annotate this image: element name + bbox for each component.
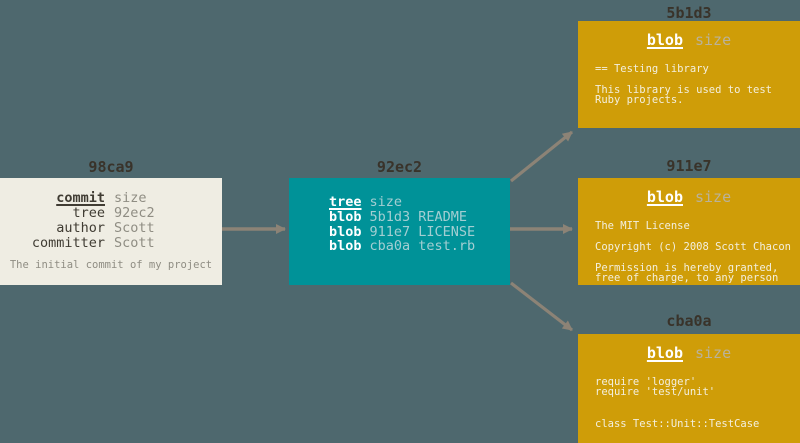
- commit-field-row: author Scott: [0, 221, 222, 236]
- blob-object-box-readme: blob size == Testing library This library…: [578, 21, 800, 128]
- tree-object-box: tree size blob 5b1d3 README blob 911e7 LICE…: [289, 178, 510, 285]
- commit-field-key: author: [56, 220, 105, 236]
- commit-field-row: committer Scott: [0, 236, 222, 251]
- tree-entry-row: blob 911e7 LICENSE: [329, 223, 510, 240]
- blob-size: size: [695, 31, 732, 49]
- commit-field-row: tree 92ec2: [0, 206, 222, 221]
- blob-content: The MIT License Copyright (c) 2008 Scott…: [578, 220, 800, 284]
- commit-field-key: commit: [56, 190, 105, 206]
- commit-hash-label: 98ca9: [88, 158, 134, 176]
- code-line: This library is used to test: [595, 83, 773, 96]
- commit-field-row: commit size: [0, 191, 222, 206]
- tree-entry-value: cba0a test.rb: [369, 238, 476, 255]
- tree-entry-type: blob: [329, 208, 362, 225]
- commit-field-key: committer: [31, 235, 105, 251]
- commit-field-value: Scott: [114, 220, 155, 236]
- blob-object-box-license: blob size The MIT License Copyright (c) 2…: [578, 178, 800, 285]
- tree-entry-row: blob 5b1d3 README: [329, 208, 510, 225]
- blob-size: size: [695, 188, 732, 206]
- commit-message: The initial commit of my project: [9, 259, 213, 271]
- commit-field-value: Scott: [114, 235, 155, 251]
- code-line: require 'logger': [595, 376, 697, 388]
- blob-header: blob size: [578, 189, 800, 205]
- blob-size: size: [695, 344, 732, 362]
- code-line: Copyright (c) 2008 Scott Chacon: [595, 240, 791, 253]
- blob-content: require 'logger' require 'test/unit' cla…: [578, 377, 800, 429]
- code-line: free of charge, to any person: [595, 271, 779, 284]
- code-line: Ruby projects.: [595, 94, 684, 107]
- code-line: [595, 252, 800, 262]
- code-line: [595, 408, 800, 418]
- blob-object-box-testrb: blob size require 'logger' require 'test/…: [578, 334, 800, 443]
- tree-hash-label: 92ec2: [376, 158, 423, 176]
- tree-entry-type: blob: [329, 238, 362, 255]
- arrow-tree-to-blob-cba0a: [510, 281, 573, 332]
- code-line: == Testing library: [595, 63, 709, 75]
- blob-header: blob size: [578, 345, 800, 361]
- tree-entry-type: tree: [329, 194, 362, 210]
- tree-entry-value: size: [369, 194, 403, 210]
- commit-field-value: 92ec2: [114, 205, 155, 221]
- blob-hash-label: 911e7: [666, 157, 712, 175]
- commit-field-key: tree: [72, 205, 105, 221]
- arrow-tree-to-blob-5b1d3: [509, 130, 574, 183]
- blob-type: blob: [646, 31, 683, 49]
- code-line: require 'test/unit': [595, 386, 716, 399]
- code-line: class Test::Unit::TestCase: [595, 417, 760, 430]
- blob-header: blob size: [578, 32, 800, 48]
- tree-entry-row: tree size: [329, 195, 510, 210]
- tree-entry-value: 5b1d3 README: [369, 208, 468, 225]
- tree-entry-row: blob cba0a test.rb: [329, 239, 510, 254]
- commit-field-value: size: [114, 190, 147, 206]
- code-line: The MIT License: [595, 220, 690, 232]
- blob-hash-label: 5b1d3: [666, 4, 712, 22]
- blob-content: == Testing library This library is used …: [578, 64, 800, 106]
- code-line: [595, 398, 800, 408]
- tree-entry-type: blob: [329, 223, 362, 240]
- blob-type: blob: [646, 344, 683, 362]
- tree-entry-value: 911e7 LICENSE: [369, 223, 476, 240]
- blob-hash-label: cba0a: [666, 312, 712, 330]
- blob-type: blob: [646, 188, 683, 206]
- code-line: Permission is hereby granted,: [595, 261, 779, 274]
